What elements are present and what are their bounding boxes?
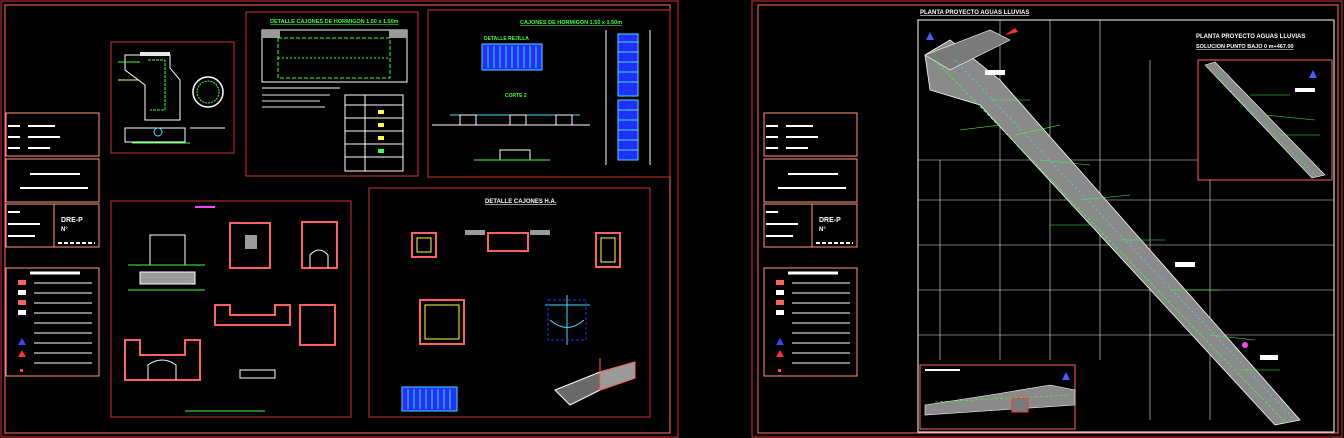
label-corte: CORTE 2 xyxy=(505,93,527,99)
sheet-right-frame xyxy=(751,0,1343,438)
sheet-left-frame xyxy=(0,0,679,438)
right-drawing-code: DRE-P xyxy=(819,217,841,224)
right-title-block xyxy=(763,112,858,377)
title-detalle-cajones-ha: DETALLE CAJONES H.A. xyxy=(485,199,557,205)
label-detalle-rejilla: DETALLE REJILLA xyxy=(484,36,529,42)
subtitle-inset: SOLUCION PUNTO BAJO 0 m+467.00 xyxy=(1196,44,1294,50)
title-detalle-cajones-hormigon: DETALLE CAJONES DE HORMIGON 1.50 x 1.50m xyxy=(270,19,399,25)
left-title-block xyxy=(5,112,100,377)
detail-cajones-ha xyxy=(368,187,651,418)
detail-camara xyxy=(110,41,235,154)
detail-rejilla xyxy=(427,9,671,178)
title-planta-proyecto: PLANTA PROYECTO AGUAS LLUVIAS xyxy=(920,10,1029,16)
title-planta-inset: PLANTA PROYECTO AGUAS LLUVIAS xyxy=(1196,34,1305,40)
right-drawing-number: N° xyxy=(819,227,826,233)
detail-cajones-hormigon xyxy=(245,11,419,177)
left-drawing-code: DRE-P xyxy=(61,217,83,224)
left-drawing-number: N° xyxy=(61,227,68,233)
title-cajones-hormigon: CAJONES DE HORMIGON 1.50 x 1.50m xyxy=(520,20,622,26)
plan-aguas-lluvias xyxy=(917,19,1335,433)
detail-secciones xyxy=(110,200,352,418)
